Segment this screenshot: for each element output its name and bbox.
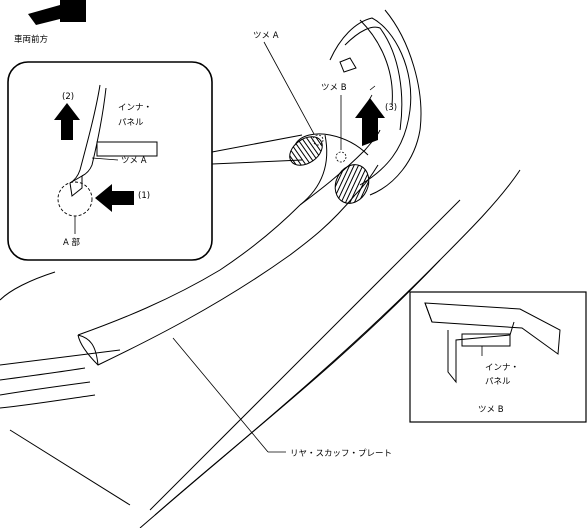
forward-arrow-icon (28, 0, 86, 25)
inset-inner-panel-label-2: パネル (485, 377, 511, 387)
detail-inset-b (409, 291, 587, 423)
step3-arrow-icon (355, 98, 385, 146)
inner-panel-label-1: インナ・ (118, 103, 152, 113)
inset-inner-panel-label-1: インナ・ (485, 363, 519, 373)
step1-label: (1) (138, 191, 150, 201)
step2-label: (2) (62, 92, 74, 102)
inner-panel-label-2: パネル (118, 118, 144, 128)
detail-inset-a (7, 61, 213, 261)
claw-b-marker (335, 151, 347, 163)
step2-arrow-icon (54, 103, 80, 140)
claw-a-label: ツメ A (253, 31, 279, 41)
forward-label: 車両前方 (14, 34, 48, 45)
rear-scuff-plate-label: リヤ・スカッフ・プレート (290, 449, 392, 459)
body-panel-lines (0, 9, 521, 529)
claw-a-marker (312, 134, 324, 146)
step3-label: (3) (385, 103, 397, 113)
claw-a-inset-label: ツメ A (121, 156, 147, 166)
inset-claw-b-label: ツメ B (478, 405, 504, 415)
step1-arrow-icon (95, 184, 134, 212)
claw-a-opening (289, 136, 323, 166)
claw-b-label: ツメ B (321, 83, 347, 93)
part-a-label: A 部 (63, 237, 81, 248)
claw-b-opening (334, 164, 370, 204)
